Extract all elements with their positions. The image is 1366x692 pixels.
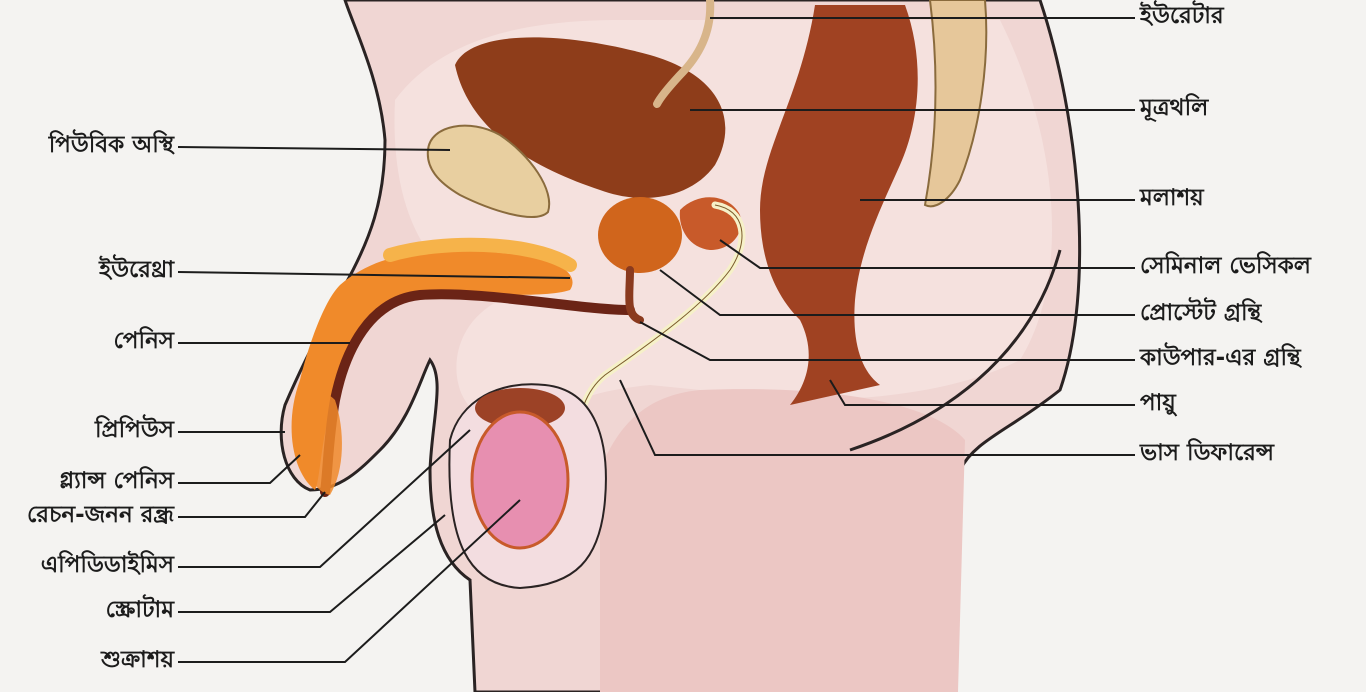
label-scrotum: স্ক্রোটাম xyxy=(106,599,174,622)
label-urethral-opening: রেচন-জনন রন্ধ্র xyxy=(27,504,174,527)
label-cowpers-gland: কাউপার-এর গ্রন্থি xyxy=(1140,347,1301,370)
label-pubic-bone: পিউবিক অস্থি xyxy=(49,134,174,157)
label-epididymis: এপিডিডাইমিস xyxy=(41,554,174,577)
label-prostate-gland: প্রোস্টেট গ্রন্থি xyxy=(1140,302,1261,325)
label-prepuce: প্রিপিউস xyxy=(95,419,174,442)
label-anus: পায়ু xyxy=(1140,392,1176,415)
thigh-fold xyxy=(600,389,965,692)
label-glans-penis: গ্ল্যান্স পেনিস xyxy=(59,470,174,493)
label-ureter: ইউরেটার xyxy=(1140,5,1224,28)
label-vas-deferens: ভাস ডিফারেন্স xyxy=(1140,442,1274,465)
label-seminal-vesicle: সেমিনাল ভেসিকল xyxy=(1140,255,1311,278)
label-urinary-bladder: মূত্রথলি xyxy=(1140,97,1208,120)
label-urethra: ইউরেথ্রা xyxy=(99,259,174,282)
prostate xyxy=(598,197,682,273)
testis xyxy=(472,412,568,548)
label-rectum: মলাশয় xyxy=(1140,187,1204,210)
label-testis: শুক্রাশয় xyxy=(101,649,174,672)
label-penis: পেনিস xyxy=(114,330,174,353)
